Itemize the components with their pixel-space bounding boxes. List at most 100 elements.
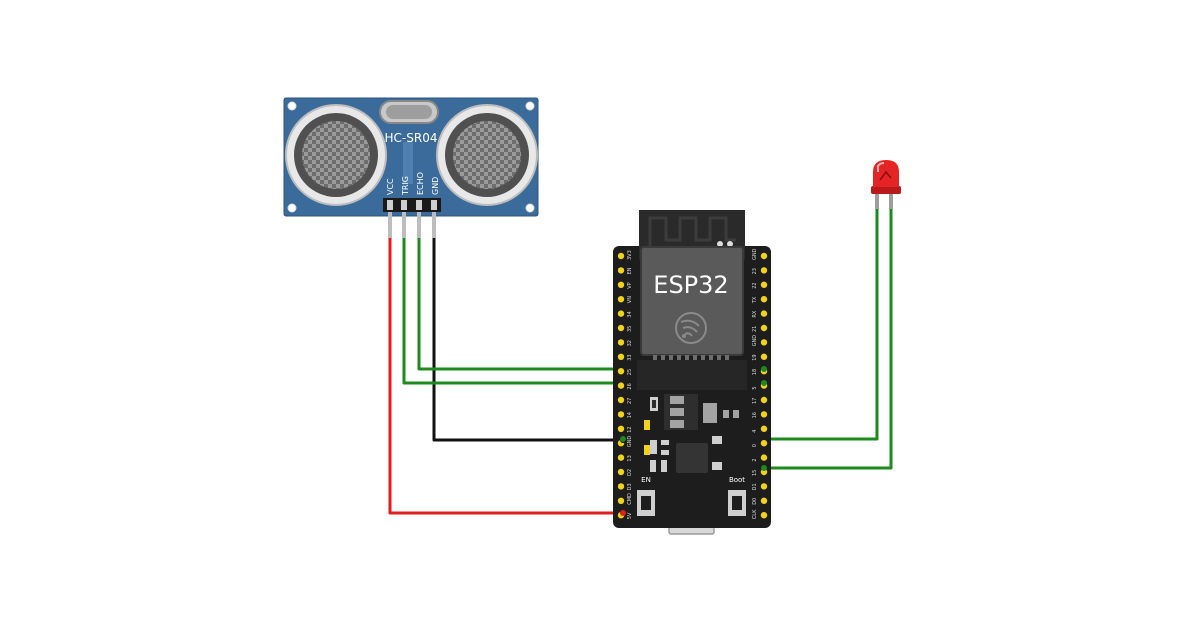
smd-components (644, 394, 739, 473)
left-pin-vp[interactable] (617, 281, 625, 288)
sensor-pin-vcc (387, 200, 393, 210)
en-button-label: EN (641, 476, 651, 484)
boot-button-label: Boot (729, 476, 745, 484)
left-pin-32[interactable] (617, 339, 625, 346)
left-pin-label: 25 (627, 369, 633, 375)
right-pin-16[interactable] (760, 411, 768, 418)
left-pin-label: 3V3 (627, 250, 633, 260)
left-pin-label: 14 (627, 412, 633, 418)
right-pin-clk[interactable] (760, 512, 768, 519)
wire-led-anode (764, 205, 893, 470)
right-pin-label: 4 (752, 430, 758, 433)
right-pin-d0[interactable] (760, 497, 768, 504)
left-pin-en[interactable] (617, 267, 625, 274)
mount-hole (287, 101, 297, 111)
wire-endpoints (620, 366, 767, 516)
right-pin-label: 16 (752, 412, 758, 418)
right-pin-17[interactable] (760, 396, 768, 404)
right-pin-19[interactable] (760, 353, 768, 360)
left-pin-label: 32 (627, 340, 633, 346)
sensor-pin-echo (416, 200, 422, 210)
antenna-trace (648, 216, 736, 248)
wire-end-trig (761, 380, 767, 386)
right-pin-gnd[interactable] (760, 252, 768, 260)
wire-end-led-cathode (620, 436, 626, 442)
left-pin-label: CMD (627, 493, 633, 505)
right-pin-label: 21 (752, 326, 758, 332)
sensor-leg (388, 212, 392, 238)
left-pin-27[interactable] (617, 396, 625, 404)
right-pin-gnd[interactable] (760, 339, 768, 346)
right-pin-label: 19 (752, 354, 758, 360)
sensor-pin-label-trig: TRIG (401, 176, 410, 196)
right-pin-2[interactable] (760, 454, 768, 461)
left-pin-35[interactable] (617, 324, 625, 332)
left-pin-26[interactable] (617, 382, 625, 389)
right-pin-label: D1 (752, 483, 758, 490)
right-pin-tx[interactable] (760, 296, 768, 303)
wire-end-vcc (620, 510, 626, 516)
wire-vcc (388, 212, 623, 515)
sensor-pin-label-gnd: GND (431, 177, 440, 195)
right-pin-label: 23 (752, 268, 758, 274)
esp32-label: ESP32 (653, 271, 728, 299)
transducer-right (436, 104, 538, 206)
left-pin-label: VN (627, 296, 633, 303)
mount-hole (525, 101, 535, 111)
right-pin-label: 15 (752, 470, 758, 476)
module-base (637, 360, 747, 390)
wire-gnd (432, 212, 623, 442)
led-leg-cathode (875, 193, 879, 209)
right-pin-rx[interactable] (760, 310, 768, 317)
left-pin-13[interactable] (617, 454, 625, 461)
left-pin-3v3[interactable] (617, 252, 625, 260)
module-dot (727, 241, 733, 247)
led-dome (873, 160, 899, 187)
module-dot (717, 241, 723, 247)
mount-hole (525, 203, 535, 213)
right-pin-0[interactable] (760, 440, 768, 447)
right-pin-label: 18 (752, 369, 758, 375)
left-pin-d2[interactable] (617, 468, 625, 476)
right-pin-label: 17 (752, 398, 758, 404)
right-pin-21[interactable] (760, 324, 768, 332)
left-pin-33[interactable] (617, 353, 625, 360)
right-pin-d1[interactable] (760, 483, 768, 490)
left-pin-cmd[interactable] (617, 497, 625, 504)
right-pin-4[interactable] (760, 425, 768, 432)
left-pin-header: 3V3ENVPVN343532332526271412GND13D2D3CMD5… (617, 250, 633, 519)
right-pin-23[interactable] (760, 267, 768, 274)
sensor-leg (402, 212, 406, 238)
boot-button[interactable]: Boot (728, 476, 746, 516)
en-button[interactable]: EN (637, 476, 655, 516)
red-led (871, 160, 901, 209)
module-pads (653, 355, 729, 363)
left-pin-label: 5V (627, 512, 633, 519)
esp32-chip (640, 246, 744, 356)
right-pin-22[interactable] (760, 281, 768, 288)
wires (388, 205, 893, 515)
left-pin-label: 34 (627, 311, 633, 317)
left-pin-label: GND (627, 436, 633, 448)
right-pin-label: TX (752, 296, 758, 304)
left-pin-34[interactable] (617, 310, 625, 317)
led-leg-anode (889, 193, 893, 209)
left-pin-d3[interactable] (617, 483, 625, 490)
sensor-pin-trig (401, 200, 407, 210)
right-pin-label: 2 (752, 458, 758, 461)
crystal-inner (386, 105, 432, 119)
left-pin-14[interactable] (617, 411, 625, 418)
led-highlight (877, 162, 885, 172)
left-pin-vn[interactable] (617, 296, 625, 303)
left-pin-25[interactable] (617, 368, 625, 375)
left-pin-label: 27 (627, 398, 633, 404)
left-pin-label: D2 (627, 469, 633, 476)
left-pin-label: D3 (627, 483, 633, 490)
mount-hole (287, 203, 297, 213)
left-pin-label: 26 (627, 383, 633, 389)
sensor-trace (403, 142, 413, 184)
right-pin-label: 0 (752, 444, 758, 447)
left-pin-label: 35 (627, 326, 633, 332)
wire-end-echo (761, 366, 767, 372)
left-pin-12[interactable] (617, 425, 625, 432)
